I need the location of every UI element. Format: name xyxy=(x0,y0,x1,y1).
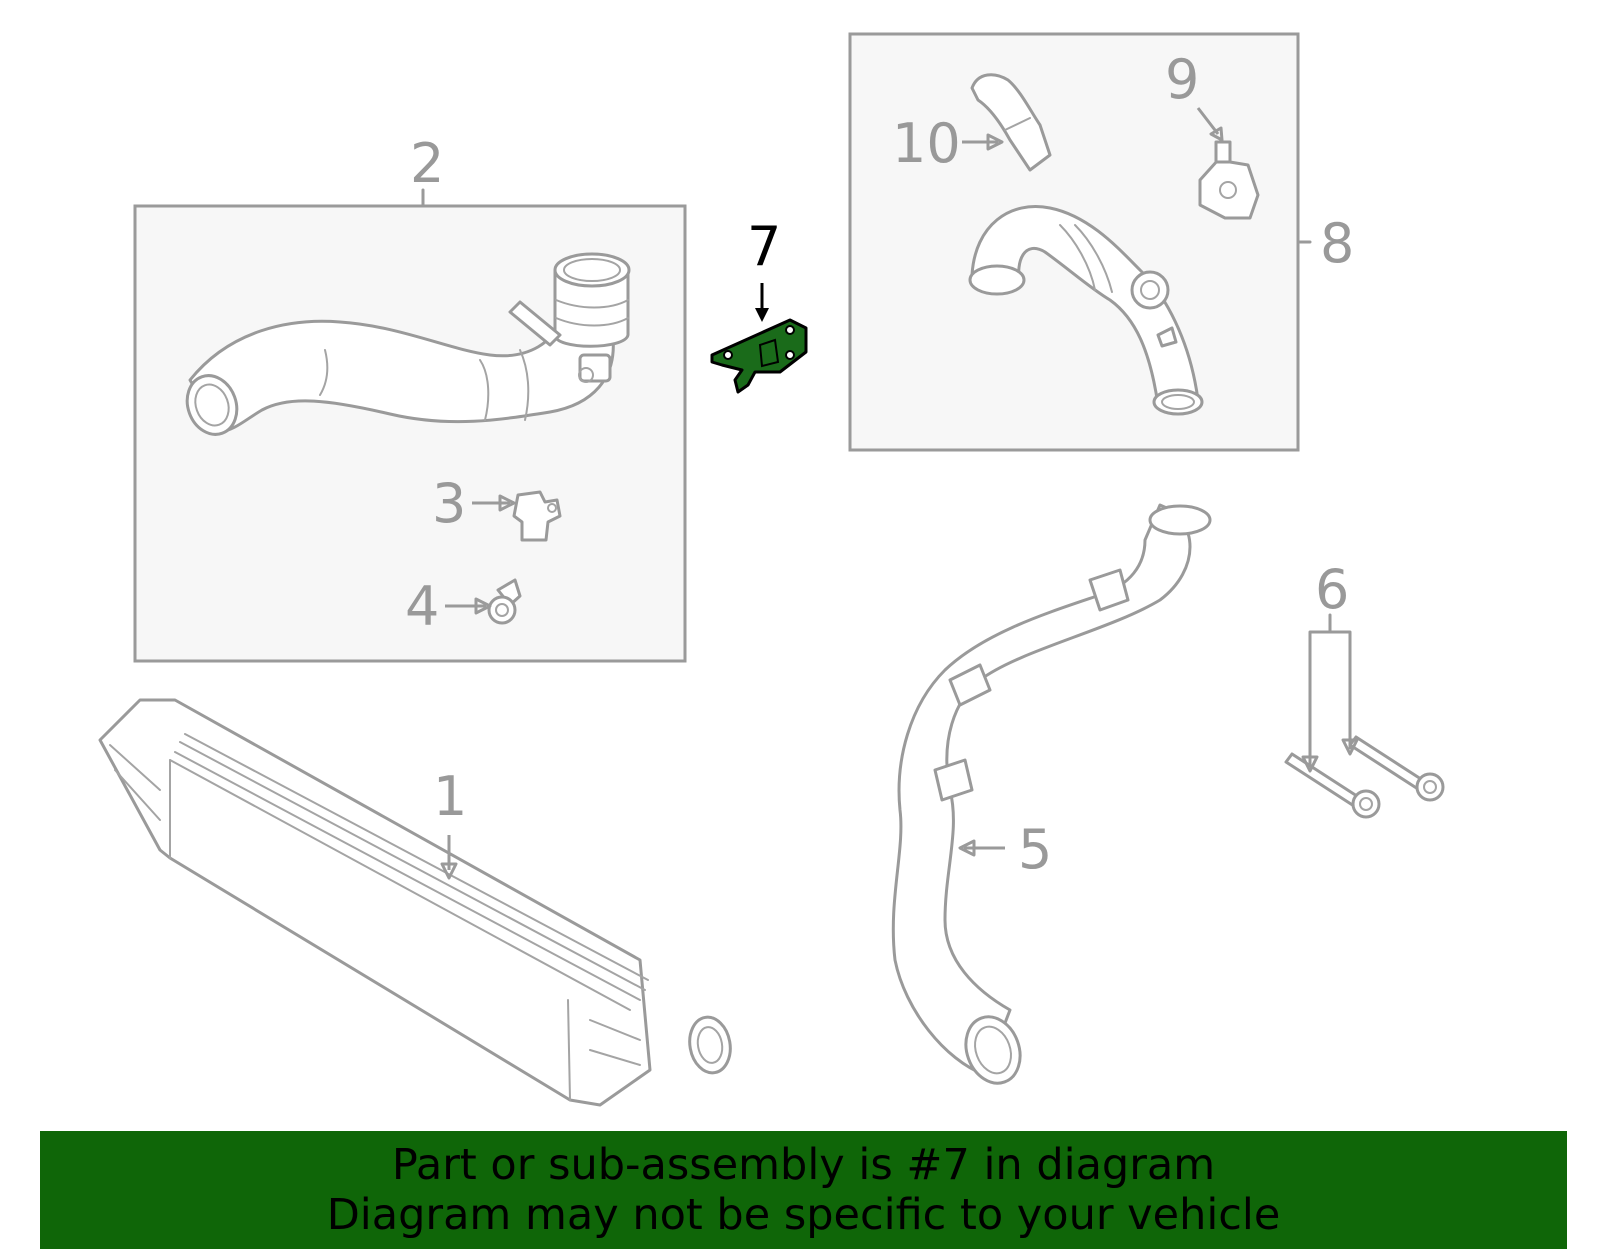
callout-6: 6 xyxy=(1315,558,1349,621)
callout-4: 4 xyxy=(405,575,439,638)
banner-line-disclaimer: Diagram may not be specific to your vehi… xyxy=(326,1190,1281,1240)
callout-5: 5 xyxy=(1018,818,1052,881)
intercooler-part-1[interactable] xyxy=(98,698,735,1107)
hose-part-8[interactable] xyxy=(968,205,1204,416)
callout-7: 7 xyxy=(747,215,781,278)
bolt-part-4[interactable] xyxy=(487,578,522,625)
sensor-part-9[interactable] xyxy=(1198,140,1260,220)
info-banner: Part or sub-assembly is #7 in diagram Di… xyxy=(40,1131,1567,1249)
bracket-part-7-highlighted[interactable] xyxy=(710,318,808,394)
tube-part-10[interactable] xyxy=(970,73,1052,172)
pipe-part-5[interactable] xyxy=(891,503,1212,1091)
clip-part-3[interactable] xyxy=(512,490,562,542)
callout-3: 3 xyxy=(432,472,466,535)
banner-line-part: Part or sub-assembly is #7 in diagram xyxy=(391,1140,1216,1190)
hose-part-2[interactable] xyxy=(179,252,631,441)
callout-1: 1 xyxy=(433,765,467,828)
callout-9: 9 xyxy=(1165,48,1199,111)
callout-8: 8 xyxy=(1320,212,1354,275)
callout-2: 2 xyxy=(410,132,444,195)
callout-10: 10 xyxy=(892,112,961,175)
bolts-part-6[interactable] xyxy=(1284,735,1445,819)
